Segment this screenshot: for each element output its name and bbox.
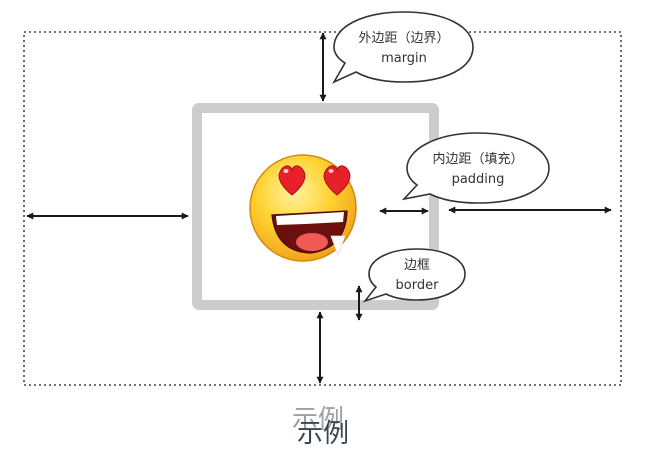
border-label-zh: 边框 [404,258,430,273]
padding-callout: 内边距（填充） padding [401,132,550,204]
heart-left-icon [278,165,306,196]
caption: 示例 [296,419,349,449]
margin-label-zh: 外边距（边界） [358,31,449,46]
padding-label-zh: 内边距（填充） [432,151,523,167]
border-callout: 边框 border [362,248,466,303]
heart-eyes-emoji-icon [249,154,357,262]
heart-right-icon [323,165,351,196]
margin-label-en: margin [381,51,427,66]
caption-ghost: 示例 [291,405,344,435]
padding-label-en: padding [452,172,505,187]
border-label-en: border [396,278,440,293]
margin-callout: 外边距（边界） margin [332,11,474,84]
